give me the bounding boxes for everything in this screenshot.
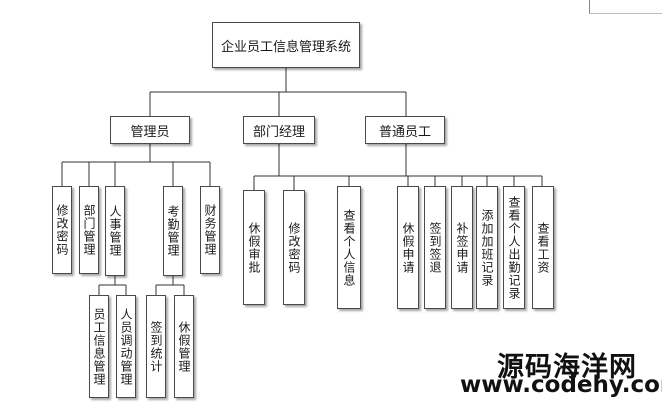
role-admin-node: 管理员 [110, 116, 190, 144]
makeup-signin-request-node: 补签申请 [451, 186, 473, 309]
leave-management-node: 休假管理 [174, 295, 194, 398]
admin-finance-node: 财务管理 [200, 186, 220, 274]
node-label: 财务管理 [203, 204, 217, 256]
node-label: 员工信息管理 [92, 307, 106, 386]
signin-signout-node: 签到签退 [424, 186, 446, 309]
role-admin-label: 管理员 [130, 124, 170, 140]
watermark-site-url: www.codehy.com [460, 372, 662, 398]
employee-info-node: 员工信息管理 [89, 295, 109, 398]
node-label: 休假审批 [247, 221, 261, 274]
staff-transfer-node: 人员调动管理 [116, 295, 136, 398]
view-attendance-record-node: 查看个人出勤记录 [503, 186, 525, 309]
root-label: 企业员工信息管理系统 [220, 39, 351, 55]
node-label: 休假申请 [401, 221, 415, 274]
admin-personnel-node: 人事管理 [105, 186, 125, 276]
node-label: 查看个人信息 [342, 208, 356, 287]
admin-attendance-node: 考勤管理 [163, 186, 183, 276]
view-salary-node: 查看工资 [532, 186, 554, 309]
leave-request-node: 休假申请 [397, 186, 419, 309]
node-label: 查看工资 [536, 221, 550, 274]
add-overtime-record-node: 添加加班记录 [476, 186, 498, 309]
role-employee-label: 普通员工 [378, 124, 431, 140]
role-manager-label: 部门经理 [252, 124, 305, 140]
node-label: 修改密码 [287, 221, 301, 274]
node-label: 人事管理 [108, 205, 122, 257]
admin-department-node: 部门管理 [79, 186, 99, 274]
node-label: 添加加班记录 [480, 208, 494, 287]
signin-stats-node: 签到统计 [146, 295, 166, 398]
node-label: 签到统计 [149, 320, 163, 373]
page-corner-mark [589, 0, 590, 14]
node-label: 补签申请 [455, 221, 469, 274]
watermark-site-name: 源码海洋网 [497, 352, 637, 383]
node-label: 人员调动管理 [119, 307, 133, 386]
admin-change-password-node: 修改密码 [52, 186, 72, 274]
node-label: 部门管理 [82, 204, 96, 256]
view-personal-info-node: 查看个人信息 [337, 186, 361, 309]
node-label: 考勤管理 [166, 205, 180, 257]
node-label: 修改密码 [55, 204, 69, 256]
page-corner-mark [589, 13, 662, 14]
role-employee-node: 普通员工 [365, 116, 445, 144]
root-node: 企业员工信息管理系统 [212, 22, 360, 68]
manager-change-password-node: 修改密码 [283, 190, 305, 305]
node-label: 签到签退 [428, 221, 442, 274]
node-label: 查看个人出勤记录 [507, 195, 521, 300]
leave-approval-node: 休假审批 [243, 190, 265, 305]
role-manager-node: 部门经理 [243, 116, 315, 144]
node-label: 休假管理 [177, 320, 191, 373]
